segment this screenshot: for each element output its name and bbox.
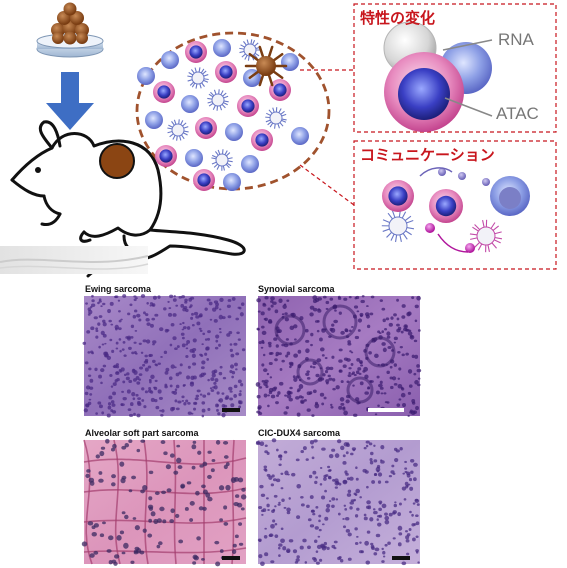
fibroblast-cell-icon (211, 149, 233, 171)
callout-top-title: 特性の変化 (360, 9, 436, 27)
histology-title-ewing: Ewing sarcoma (85, 284, 152, 294)
tissue-strip (0, 246, 149, 274)
tumor-microenvironment (135, 31, 331, 191)
immune-cell-icon (185, 149, 203, 167)
cancer-cell-icon (251, 129, 273, 151)
ligand-icon (465, 243, 475, 253)
immune-cell-icon (137, 67, 155, 85)
scale-bar (392, 556, 410, 560)
immune-cell-icon (161, 51, 179, 69)
signal-arrow (419, 167, 453, 177)
callout-bottom-title: コミュニケーション (360, 146, 495, 164)
ligand-icon (482, 178, 490, 186)
immune-cell-icon (223, 173, 241, 191)
immune-cell-icon (213, 39, 231, 57)
histology-panel-ewing (82, 294, 247, 418)
down-arrow-icon (46, 72, 94, 130)
cancer-cell-icon (185, 41, 207, 63)
tumor-icon (99, 143, 135, 179)
fibroblast-cell-icon (381, 209, 415, 243)
fibroblast-cell-icon (265, 107, 287, 129)
callout-top (353, 3, 557, 133)
cancer-cell-icon (215, 61, 237, 83)
cancer-cell-icon (382, 180, 414, 212)
scale-bar (222, 408, 240, 412)
cancer-cell-icon (237, 95, 259, 117)
rna-label: RNA (498, 30, 534, 49)
histology-panel-synovial (255, 295, 422, 417)
cancer-cell-icon (195, 117, 217, 139)
cell-cluster-icon (51, 2, 89, 45)
atac-label: ATAC (496, 104, 539, 123)
immune-cell-icon (241, 155, 259, 173)
cancer-cell-icon (429, 189, 463, 223)
cancer-cell-icon (153, 81, 175, 103)
histology-panel-cic (255, 438, 420, 567)
histology-title-asps: Alveolar soft part sarcoma (85, 428, 199, 438)
callout-bottom (353, 140, 557, 270)
ligand-icon (425, 223, 435, 233)
histology-title-cic: CIC-DUX4 sarcoma (258, 428, 341, 438)
dendritic-cell-icon (469, 219, 503, 253)
cancer-cell-icon (155, 145, 177, 167)
fibroblast-cell-icon (239, 39, 261, 61)
immune-cell-icon (225, 123, 243, 141)
signal-arrow (437, 233, 469, 253)
fibroblast-cell-icon (207, 89, 229, 111)
fibroblast-cell-icon (167, 119, 189, 141)
immune-cell-icon (281, 53, 299, 71)
cancer-cell-icon (193, 169, 215, 191)
histology-title-synovial: Synovial sarcoma (258, 284, 335, 294)
immune-cell-icon (291, 127, 309, 145)
macrophage-icon (244, 45, 288, 87)
histology-panel-asps (81, 438, 247, 567)
fibroblast-cell-icon (187, 67, 209, 89)
immune-cell-icon (145, 111, 163, 129)
scale-bar (368, 408, 404, 412)
ligand-icon (438, 168, 446, 176)
cancer-cell-icon (269, 79, 291, 101)
ligand-icon (458, 172, 466, 180)
scale-bar (222, 556, 240, 560)
immune-cell-icon (181, 95, 199, 113)
callout-connectors (299, 69, 355, 206)
